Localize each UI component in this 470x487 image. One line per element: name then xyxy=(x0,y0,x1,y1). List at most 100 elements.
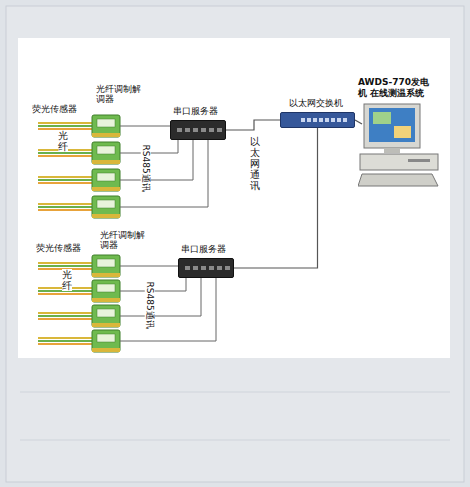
monitor xyxy=(364,104,420,148)
fiber xyxy=(38,206,92,208)
port xyxy=(209,128,214,132)
modulator-base xyxy=(92,348,120,352)
fiber xyxy=(38,152,92,154)
port xyxy=(337,118,341,122)
port xyxy=(313,118,317,122)
fiber xyxy=(38,265,92,267)
diagram-panel xyxy=(18,38,450,358)
fiber xyxy=(38,125,92,127)
vertical-label: 光纤 xyxy=(58,130,68,152)
rs485-wire xyxy=(120,278,201,316)
port xyxy=(201,266,206,270)
serial-server: 串口服务器 xyxy=(178,258,234,278)
serial-server: 串口服务器 xyxy=(170,120,226,140)
monitor-stand xyxy=(384,148,400,153)
desktop-case xyxy=(360,154,438,170)
ethernet-link xyxy=(234,128,318,268)
modulator-base xyxy=(92,323,120,327)
rs485-wire xyxy=(120,266,178,267)
device-label: 以太网交换机 xyxy=(289,97,343,110)
vertical-label: 光纤 xyxy=(62,269,72,291)
rs485-wire xyxy=(120,140,208,207)
modulator-base xyxy=(92,214,120,218)
ethernet-link xyxy=(355,120,362,124)
switch-ports xyxy=(281,113,356,129)
server-ports xyxy=(171,121,227,141)
fiber xyxy=(38,176,92,178)
modulator xyxy=(92,280,120,302)
modulator xyxy=(92,255,120,277)
drive-slot xyxy=(408,159,430,162)
port xyxy=(217,266,222,270)
modulator xyxy=(92,196,120,218)
fiber xyxy=(38,182,92,184)
modulator-panel xyxy=(97,173,115,181)
port xyxy=(193,128,198,132)
modulator xyxy=(92,115,120,137)
part-label: 荧光传感器 xyxy=(36,243,81,253)
sensor-groups xyxy=(38,115,216,352)
rs485-wire xyxy=(120,140,193,180)
part-label: 光纤调制解调器 xyxy=(100,230,148,251)
modulator-panel xyxy=(97,284,115,292)
modulator xyxy=(92,305,120,327)
bus-label: RS485通讯 xyxy=(141,143,151,192)
screen-window xyxy=(394,126,411,138)
ethernet-switch: 以太网交换机 xyxy=(280,112,355,128)
fiber xyxy=(38,203,92,205)
modulator-base xyxy=(92,160,120,164)
device-label: 串口服务器 xyxy=(173,105,218,118)
fiber xyxy=(38,155,92,157)
vertical-label: 以太网通讯 xyxy=(250,136,260,191)
modulator-base xyxy=(92,187,120,191)
fiber xyxy=(38,337,92,339)
device-label: AWDS-770发电机 在线测温系统 xyxy=(358,77,434,99)
modulator-base xyxy=(92,133,120,137)
ethernet-link xyxy=(226,120,280,130)
fiber xyxy=(38,340,92,342)
frame-line xyxy=(20,440,450,441)
modulator xyxy=(92,142,120,164)
port xyxy=(217,128,222,132)
modulator-panel xyxy=(97,259,115,267)
fiber xyxy=(38,262,92,264)
monitoring-computer: AWDS-770发电机 在线测温系统 xyxy=(358,102,442,188)
frame-line xyxy=(20,392,450,393)
screen-window xyxy=(373,112,391,124)
fiber xyxy=(38,312,92,314)
rs485-wire xyxy=(120,278,216,341)
port xyxy=(193,266,198,270)
modulator-panel xyxy=(97,309,115,317)
fiber xyxy=(38,343,92,345)
port xyxy=(177,128,182,132)
fiber xyxy=(38,315,92,317)
bus-label: RS485通讯 xyxy=(145,280,155,329)
port xyxy=(331,118,335,122)
modulator-panel xyxy=(97,119,115,127)
part-label: 光纤调制解调器 xyxy=(96,84,144,105)
modulator xyxy=(92,330,120,352)
port xyxy=(201,128,206,132)
modulator-panel xyxy=(97,334,115,342)
keyboard xyxy=(358,174,438,186)
modulator xyxy=(92,169,120,191)
port xyxy=(209,266,214,270)
port xyxy=(325,118,329,122)
frame xyxy=(6,6,464,482)
fiber xyxy=(38,318,92,320)
port xyxy=(343,118,347,122)
fiber xyxy=(38,122,92,124)
modulator-panel xyxy=(97,146,115,154)
screen xyxy=(369,108,415,142)
port xyxy=(307,118,311,122)
modulator-base xyxy=(92,273,120,277)
device-label: 串口服务器 xyxy=(181,243,226,256)
modulator-base xyxy=(92,298,120,302)
port xyxy=(225,266,230,270)
fiber xyxy=(38,179,92,181)
port xyxy=(319,118,323,122)
port xyxy=(301,118,305,122)
port xyxy=(185,128,190,132)
fiber xyxy=(38,209,92,211)
